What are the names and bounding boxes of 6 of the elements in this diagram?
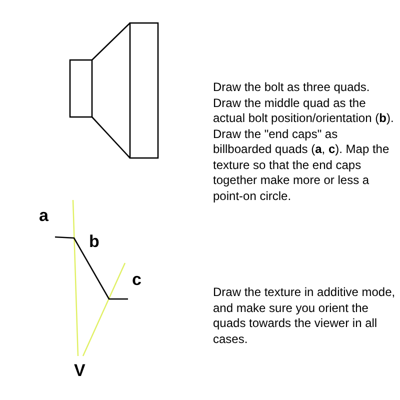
instruction-text: Draw the texture in additive mode, and make sure you orient the quads towards the viewer in all cases. [213,285,396,347]
quad-label: a [39,207,48,225]
viewer-label: V [74,362,86,380]
quad-label: c [132,271,142,289]
instruction-text: Draw the bolt as three quads. Draw the middle quad as the actual bolt position/orientation (b). Draw the "end caps" as billboarded quads (a, c). Map the texture so that the end caps together make more or less a point-on circle. [213,80,395,204]
quad-label: b [89,233,100,251]
